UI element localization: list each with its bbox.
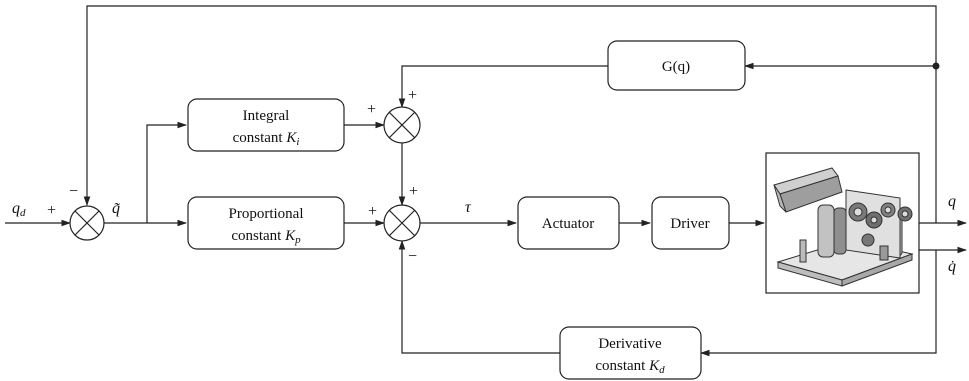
g-block-label: G(q): [662, 59, 690, 75]
outer-feedback-line: [83, 5, 937, 223]
sign-sum1-top: −: [69, 183, 78, 200]
actuator-label: Actuator: [542, 216, 594, 232]
to-integral-line: [146, 121, 187, 223]
integral-block: [187, 98, 345, 152]
actuator-block: [517, 196, 620, 250]
integral-label-line2: constant Ki: [233, 130, 300, 148]
sign-sum-main-bottom: −: [408, 248, 417, 265]
sign-sum1-left: +: [47, 202, 56, 219]
proportional-block: [187, 196, 345, 250]
sum-junction-main: [383, 204, 421, 242]
proportional-label-line2: constant Kp: [231, 228, 301, 246]
g-output-line: [398, 65, 608, 108]
proportional-label-line1: Proportional: [229, 206, 304, 222]
sum-junction-top: [383, 106, 421, 144]
integral-label-line1: Integral: [243, 108, 290, 124]
g-block: [607, 40, 746, 91]
junction-dot: [932, 62, 940, 70]
robot-mechanism-icon: [773, 167, 914, 287]
derivative-label-line2: constant Kd: [595, 358, 665, 376]
signal-q-dot: q̇: [948, 258, 956, 275]
signal-qd: qd: [12, 200, 26, 219]
sign-sum-top-left: +: [367, 101, 376, 118]
signal-q: q: [948, 193, 956, 210]
driver-label: Driver: [670, 216, 709, 232]
derivative-out-line: [398, 240, 560, 354]
driver-block: [651, 196, 730, 250]
signal-q-tilde: q̃: [112, 200, 121, 217]
derivative-in-line: [700, 250, 937, 357]
sum-junction-input: [69, 205, 105, 241]
sign-sum-main-left: +: [368, 203, 377, 220]
sign-sum-top-top: +: [408, 87, 417, 104]
derivative-label-line1: Derivative: [598, 336, 662, 352]
sign-sum-main-top: +: [409, 183, 418, 200]
derivative-block: [559, 326, 702, 380]
signal-tau: τ: [465, 199, 472, 216]
